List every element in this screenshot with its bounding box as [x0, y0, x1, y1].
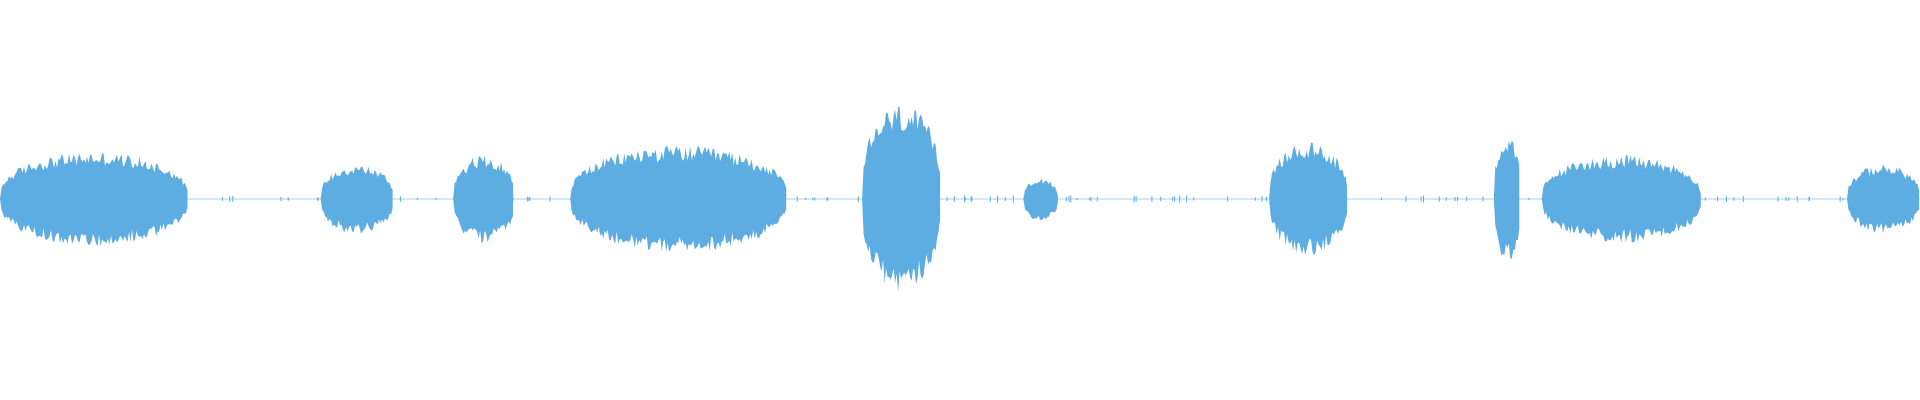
waveform-burst-9: [1541, 154, 1701, 243]
waveform-burst-4: [570, 145, 787, 252]
waveform-bursts: [0, 106, 1919, 292]
waveform-burst-7: [1269, 142, 1348, 256]
waveform-burst-3: [453, 155, 514, 243]
waveform-burst-5: [862, 106, 941, 292]
waveform-burst-2: [320, 166, 393, 234]
waveform-burst-1: [0, 153, 188, 247]
waveform-burst-6: [1023, 178, 1058, 221]
waveform-burst-8: [1493, 140, 1520, 259]
waveform-burst-10: [1847, 164, 1919, 234]
